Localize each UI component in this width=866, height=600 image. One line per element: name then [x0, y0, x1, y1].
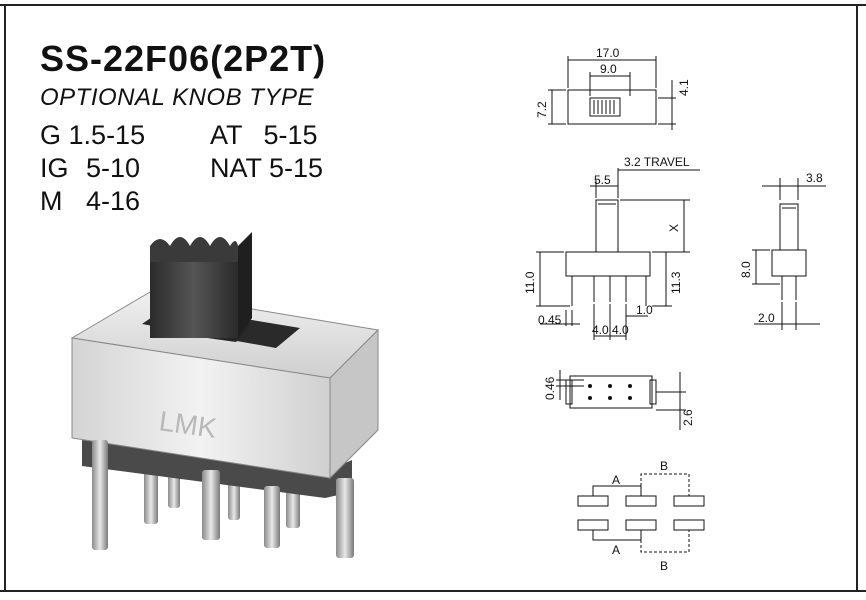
- spec-ig: IG 5-10: [40, 153, 140, 184]
- spec-at: AT 5-15: [210, 120, 318, 151]
- dim-row-spacing: 2.6: [681, 409, 695, 426]
- dim-body-height: 11.0: [523, 271, 537, 294]
- front-view-drawing: [536, 168, 700, 340]
- dim-terminal-height: 11.3: [669, 271, 683, 294]
- knob: [150, 232, 252, 342]
- spec-at-range: 5-15: [263, 120, 318, 150]
- schematic-label-a-top: A: [612, 473, 620, 487]
- frame-left-line: [4, 4, 6, 592]
- spec-m-range: 4-16: [86, 186, 141, 216]
- switch-base: [82, 440, 352, 498]
- dim-travel: 3.2 TRAVEL: [624, 155, 690, 169]
- spec-at-code: AT: [210, 120, 243, 150]
- dim-actuator-width: 5.5: [594, 173, 611, 187]
- spec-ig-code: IG: [40, 153, 69, 183]
- spec-g-code: G: [40, 120, 62, 150]
- contact-bottom-mid: [625, 519, 657, 531]
- frame-top-line: [0, 4, 866, 6]
- side-view-body: [771, 249, 807, 277]
- frame-bottom-line: [0, 590, 866, 592]
- dim-knob-window: 9.0: [600, 62, 617, 76]
- bottom-view-pins: [588, 384, 632, 400]
- pin-front-3: [264, 486, 280, 548]
- spec-nat: NAT 5-15: [210, 153, 323, 184]
- bottom-view-body: [569, 375, 653, 409]
- front-view-actuator: [595, 199, 619, 253]
- dim-depth: 4.1: [677, 79, 691, 96]
- spec-m: M 4-16: [40, 186, 140, 217]
- circuit-schematic: [577, 473, 705, 553]
- top-view-body: [567, 89, 657, 125]
- switch-3d-render: LMK: [70, 232, 380, 558]
- dim-pin-offset: 2.0: [758, 311, 775, 325]
- dim-offset: 0.45: [538, 313, 562, 327]
- spec-g: G 1.5-15: [40, 120, 145, 151]
- spec-ig-range: 5-10: [86, 153, 141, 183]
- dim-overall-length: 17.0: [596, 46, 620, 60]
- dim-height-x: X: [667, 224, 681, 232]
- product-subtitle: OPTIONAL KNOB TYPE: [40, 84, 314, 111]
- frame-right-line: [856, 4, 858, 592]
- contact-top-mid: [625, 495, 657, 507]
- dim-bottom-pin-width: 0.46: [543, 376, 557, 400]
- contact-bottom-right: [673, 519, 705, 531]
- pin-back-1: [144, 462, 158, 524]
- dim-side-actuator-width: 3.8: [806, 171, 823, 185]
- side-view-actuator: [779, 203, 799, 251]
- switch-side-face: [329, 328, 379, 480]
- spec-nat-code: NAT: [210, 153, 262, 183]
- dim-width: 7.2: [535, 101, 549, 118]
- schematic-label-b-top: B: [660, 459, 668, 473]
- bottom-view-drawing: [556, 370, 686, 430]
- pin-front-1: [92, 440, 108, 550]
- side-view-drawing: [752, 178, 826, 330]
- contact-bottom-left: [577, 519, 609, 531]
- top-view-drawing: [548, 56, 676, 130]
- spec-g-range: 1.5-15: [68, 120, 146, 150]
- dim-pitch-b: 4.0: [612, 323, 629, 337]
- dim-side-body-height: 8.0: [739, 261, 753, 278]
- spec-m-code: M: [40, 186, 63, 216]
- spec-nat-range: 5-15: [269, 153, 324, 183]
- dim-pitch-a: 4.0: [592, 323, 609, 337]
- pin-front-4: [336, 478, 354, 558]
- contact-top-right: [673, 495, 705, 507]
- contact-top-left: [577, 495, 609, 507]
- schematic-label-b-bottom: B: [660, 559, 668, 573]
- front-view-body: [565, 251, 651, 277]
- product-title: SS-22F06(2P2T): [40, 38, 327, 79]
- dim-pin-width: 1.0: [636, 303, 653, 317]
- schematic-label-a-bottom: A: [612, 543, 620, 557]
- pin-front-2: [202, 470, 220, 540]
